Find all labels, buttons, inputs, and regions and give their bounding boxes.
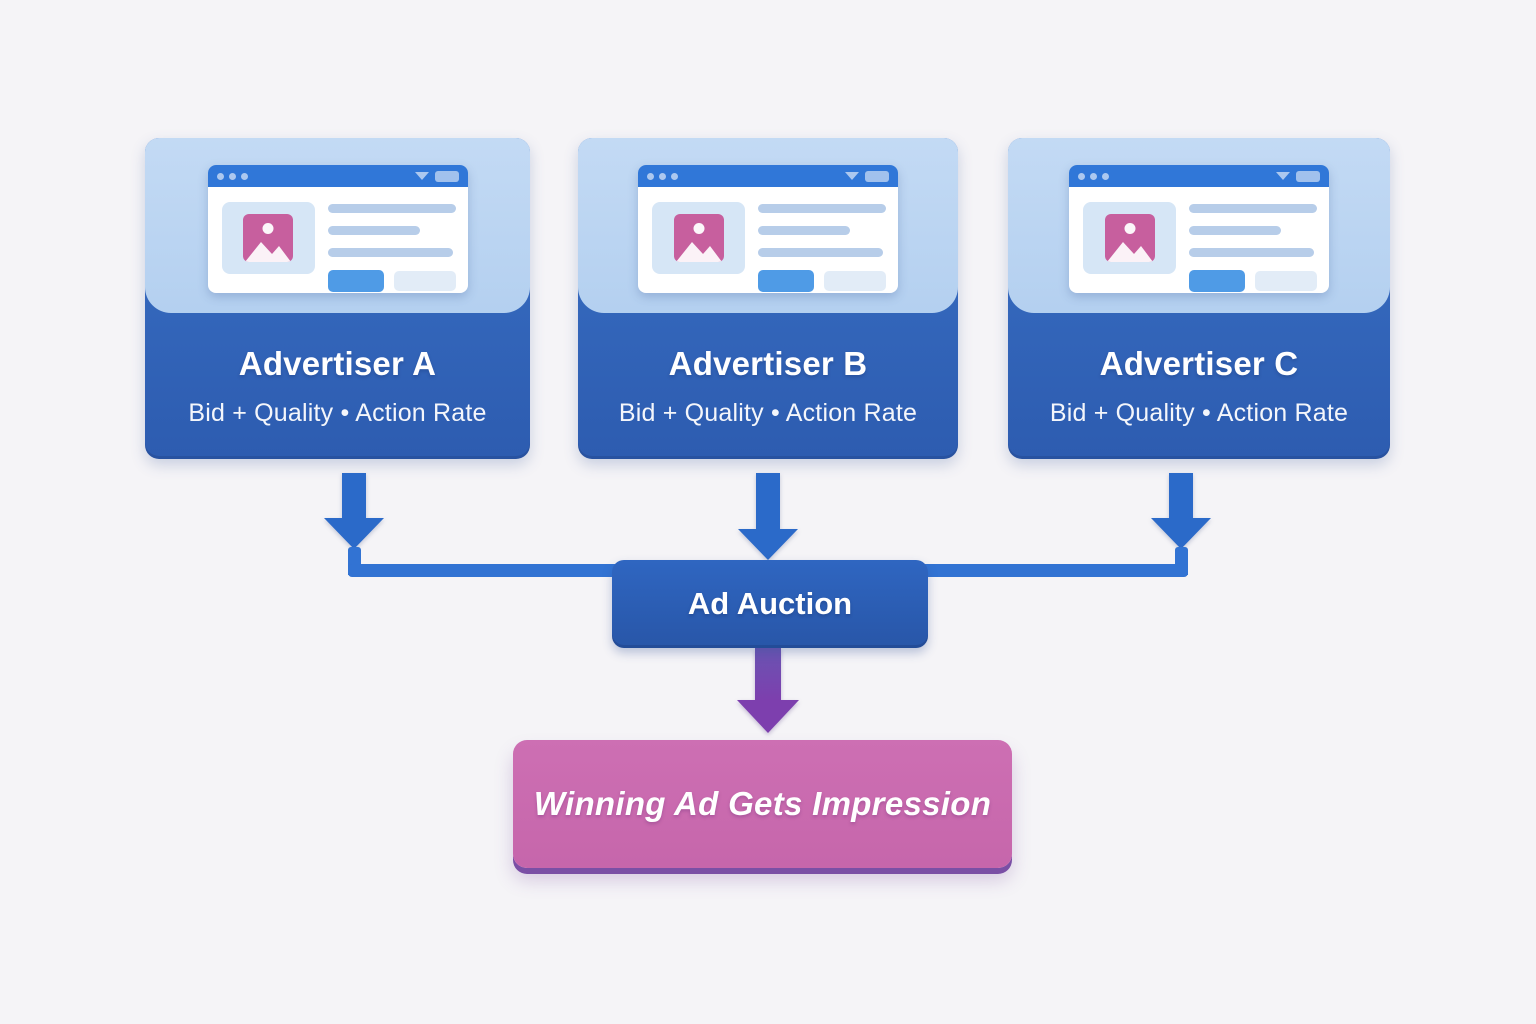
text-line (1189, 226, 1282, 235)
image-icon (673, 214, 724, 262)
ad-image-placeholder (221, 202, 315, 274)
arrow-head (737, 700, 799, 733)
text-line (758, 204, 886, 213)
card-header (145, 138, 530, 313)
browser-content (638, 187, 898, 307)
window-dot-icon (671, 172, 678, 180)
advertiser-title: Advertiser B (668, 344, 868, 382)
down-arrow-icon-c (1150, 473, 1212, 549)
cta-button-primary (327, 270, 384, 292)
window-dots (1078, 172, 1109, 180)
browser-mockup (1069, 165, 1329, 293)
window-dot-icon (216, 172, 224, 180)
cta-button-primary (758, 270, 814, 292)
card-caption: Advertiser B Bid + Quality • Action Rate (578, 313, 958, 459)
mountains-icon (245, 242, 291, 262)
advertiser-formula: Bid + Quality • Action Rate (188, 398, 487, 427)
advertiser-title: Advertiser A (238, 344, 437, 382)
card-header (1008, 138, 1390, 313)
down-arrow-icon-b (737, 473, 799, 560)
text-line (1189, 204, 1317, 213)
image-icon (243, 214, 293, 262)
text-line (1189, 248, 1315, 257)
text-line (327, 248, 453, 257)
arrow-shaft (1169, 473, 1193, 518)
arrow-shaft (755, 648, 781, 700)
titlebar-controls (845, 170, 889, 182)
sun-icon (693, 223, 704, 234)
arrow-head (1151, 518, 1211, 549)
cta-row (1189, 270, 1317, 292)
caret-down-icon (845, 172, 859, 180)
window-dot-icon (240, 172, 248, 180)
sun-icon (262, 223, 274, 234)
window-dot-icon (1102, 172, 1109, 180)
advertiser-card-c: Advertiser C Bid + Quality • Action Rate (1008, 138, 1390, 459)
window-dot-icon (1090, 172, 1097, 180)
cta-row (327, 270, 456, 292)
sun-icon (1124, 223, 1135, 234)
cta-row (758, 270, 886, 292)
card-header (578, 138, 958, 313)
browser-titlebar (207, 165, 468, 187)
window-dot-icon (647, 172, 654, 180)
cta-button-primary (1189, 270, 1245, 292)
window-dots (647, 172, 678, 180)
arrow-head (324, 518, 384, 549)
browser-content (1069, 187, 1329, 307)
cta-button-secondary (1255, 271, 1317, 291)
caret-down-icon (1276, 172, 1290, 180)
text-line (758, 248, 884, 257)
ad-image-placeholder (1083, 202, 1176, 274)
mountains-icon (1106, 242, 1153, 262)
ad-copy-lines (327, 202, 456, 292)
ad-image-placeholder (652, 202, 745, 274)
advertiser-title: Advertiser C (1099, 344, 1299, 382)
browser-titlebar (1069, 165, 1329, 187)
arrow-shaft (342, 473, 366, 518)
ad-auction-node: Ad Auction (612, 560, 928, 648)
advertiser-card-a: Advertiser A Bid + Quality • Action Rate (145, 138, 530, 459)
ad-auction-label: Ad Auction (687, 586, 853, 621)
cta-button-secondary (393, 271, 456, 291)
advertiser-card-b: Advertiser B Bid + Quality • Action Rate (578, 138, 958, 459)
card-caption: Advertiser A Bid + Quality • Action Rate (145, 313, 530, 459)
arrow-shaft (756, 473, 780, 529)
image-icon (1104, 214, 1155, 262)
ad-copy-lines (758, 202, 886, 292)
window-dots (216, 172, 248, 180)
titlebar-controls (1276, 170, 1320, 182)
browser-titlebar (638, 165, 898, 187)
text-line (327, 226, 420, 235)
titlebar-controls (414, 170, 459, 182)
battery-icon (865, 170, 889, 182)
browser-content (208, 187, 468, 307)
text-line (758, 226, 851, 235)
cta-button-secondary (824, 271, 886, 291)
browser-mockup (207, 165, 468, 293)
advertiser-formula: Bid + Quality • Action Rate (618, 398, 918, 427)
arrow-head (738, 529, 798, 560)
battery-icon (1296, 170, 1320, 182)
text-line (327, 204, 456, 213)
advertiser-formula: Bid + Quality • Action Rate (1049, 398, 1349, 427)
down-arrow-icon-purple (737, 648, 799, 733)
winning-ad-node: Winning Ad Gets Impression (513, 740, 1012, 868)
browser-mockup (638, 165, 898, 293)
ad-copy-lines (1189, 202, 1317, 292)
caret-down-icon (414, 172, 429, 180)
winning-ad-label: Winning Ad Gets Impression (533, 785, 992, 822)
battery-icon (434, 170, 459, 182)
window-dot-icon (659, 172, 666, 180)
window-dot-icon (228, 172, 236, 180)
mountains-icon (675, 242, 722, 262)
card-caption: Advertiser C Bid + Quality • Action Rate (1008, 313, 1390, 459)
down-arrow-icon-a (323, 473, 385, 549)
window-dot-icon (1078, 172, 1085, 180)
